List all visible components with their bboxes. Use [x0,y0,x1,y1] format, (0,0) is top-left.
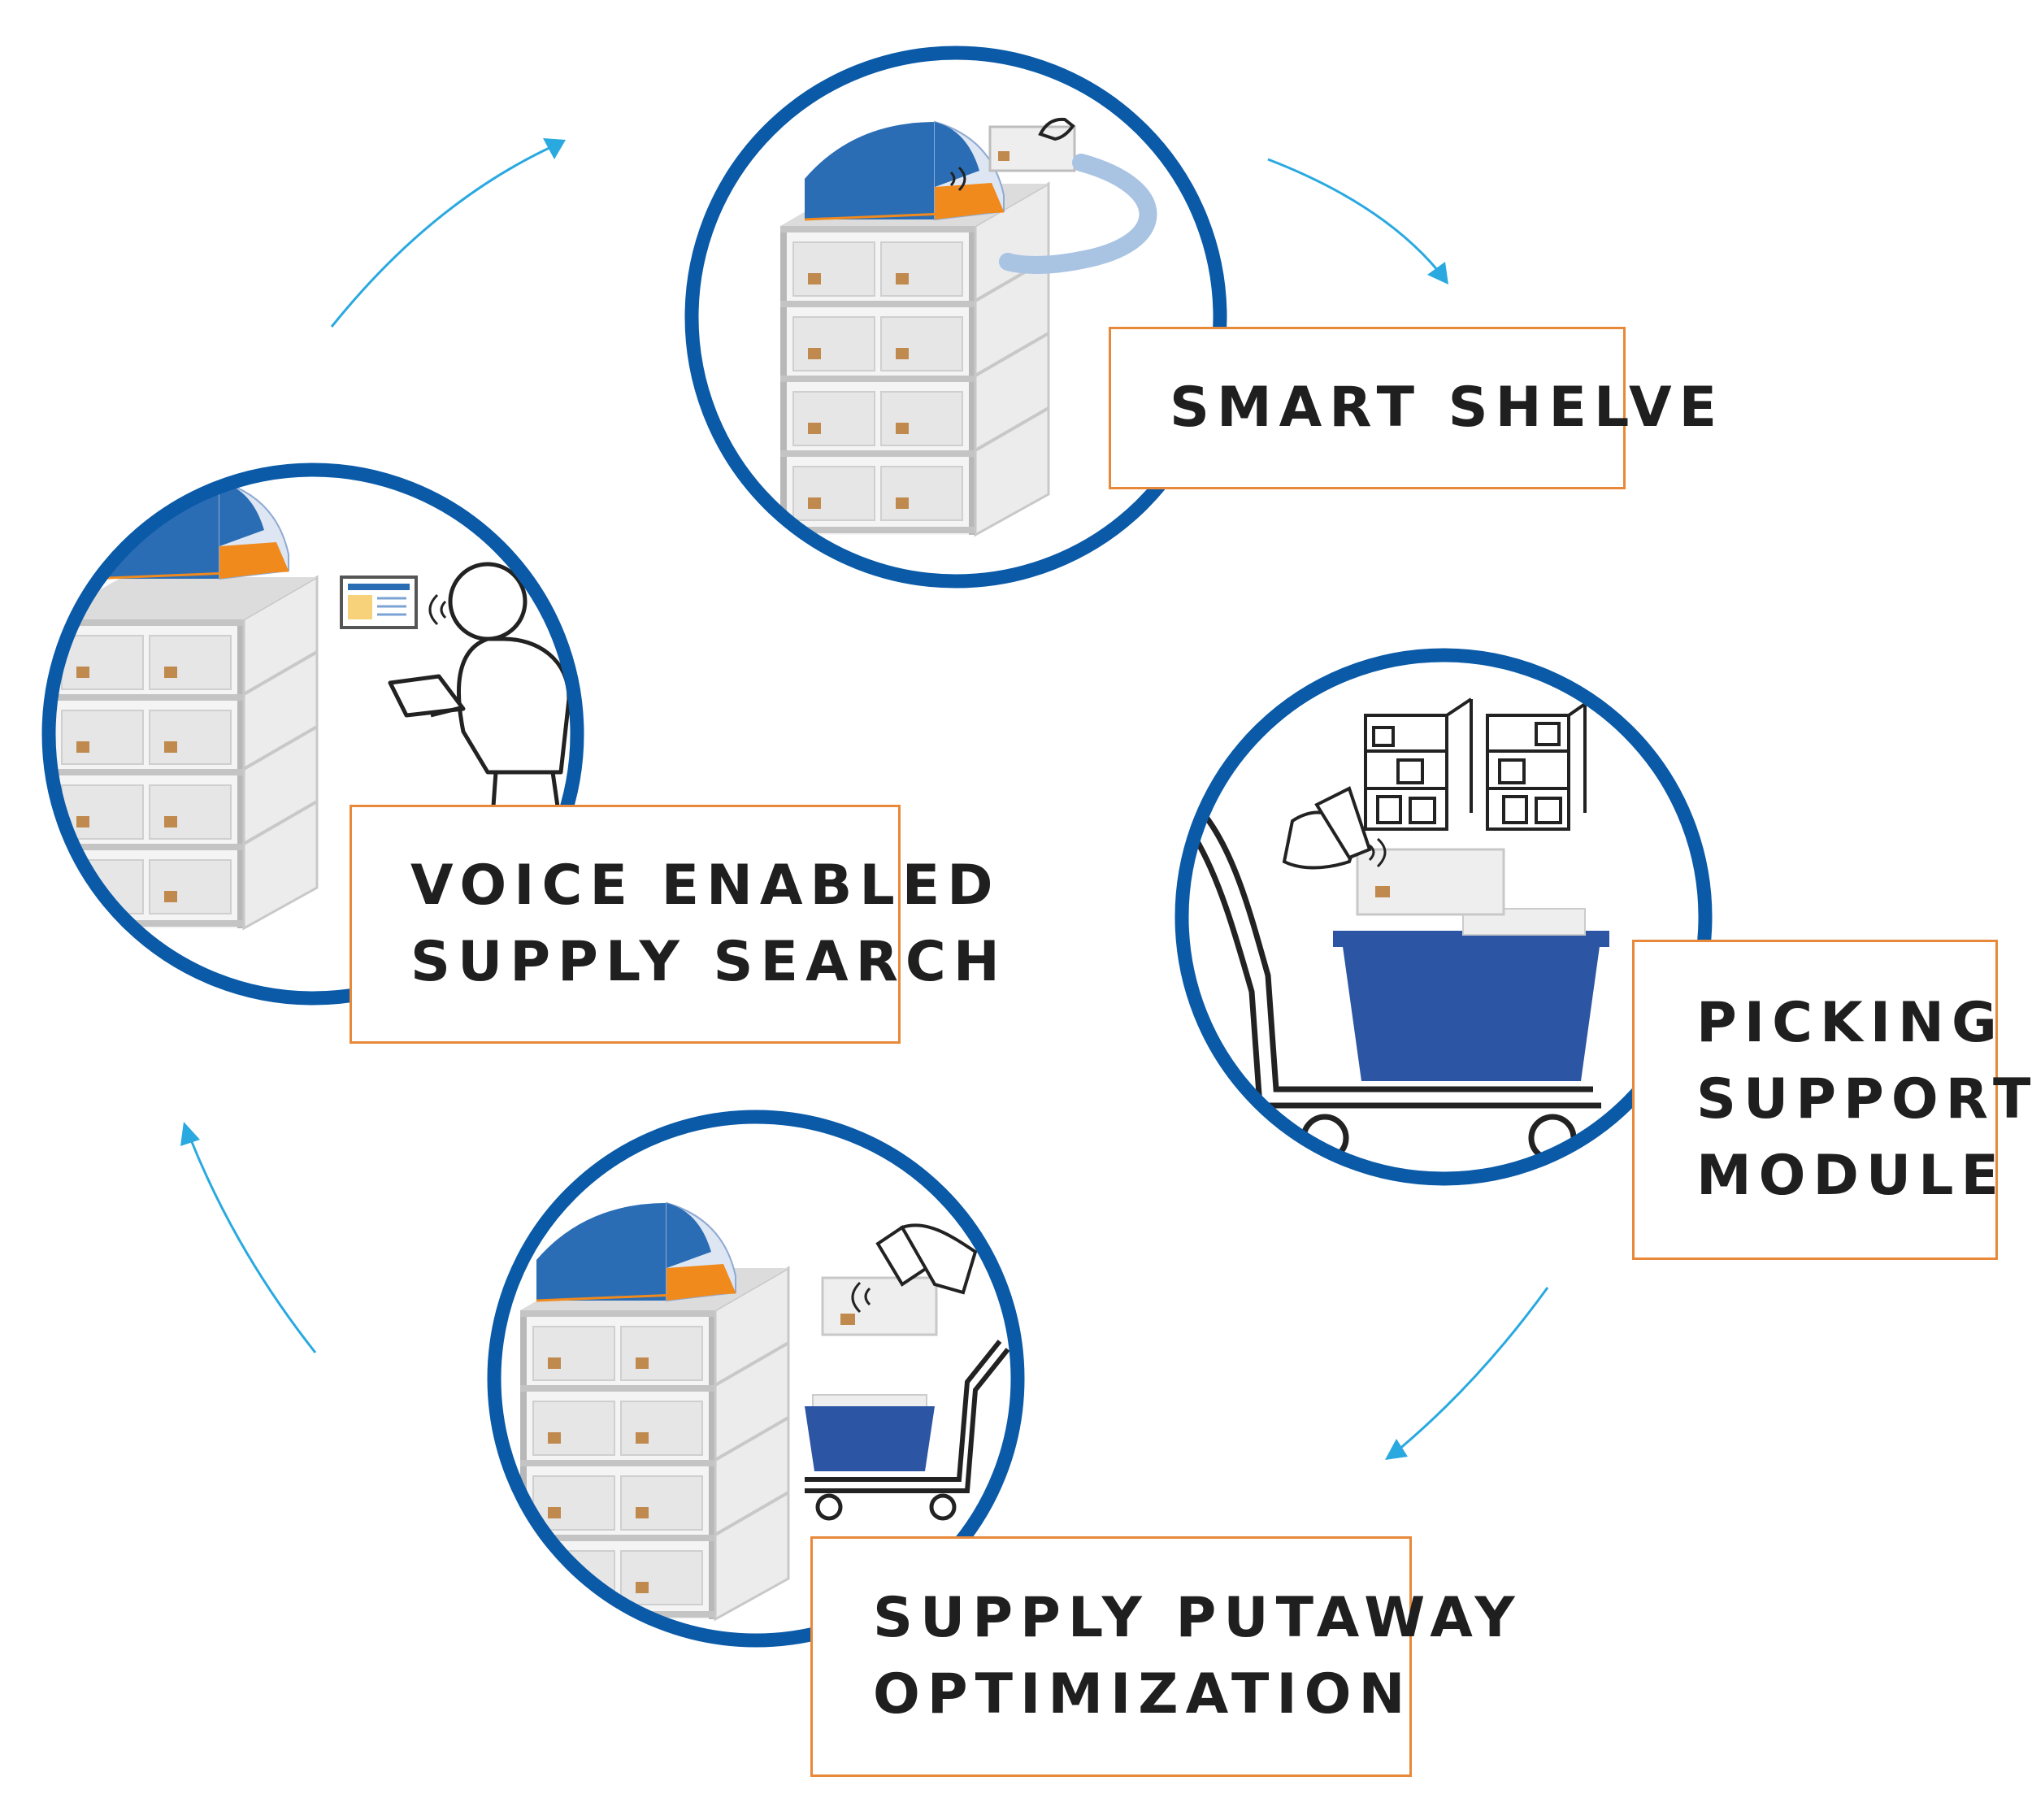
putaway-shelf-icon [487,1110,1025,1648]
label-supply-putaway-optimization: SUPPLY PUTAWAY OPTIMIZATION [810,1536,1522,1777]
label-line: SMART SHELVE [1170,376,1725,441]
voice-search-icon [41,463,584,1006]
smart-shelf-icon [684,46,1227,589]
label-line: SUPPORT [1696,1067,2032,1132]
label-line: VOICE ENABLED [410,854,1001,919]
flow-arrow-putaway-to-voice [180,1122,317,1353]
label-line: SUPPLY SEARCH [410,930,1007,994]
label-voice-enabled-supply-search: VOICE ENABLED SUPPLY SEARCH [350,805,1007,1044]
label-line: PICKING [1696,991,2004,1056]
label-line: MODULE [1696,1143,2006,1208]
flow-arrow-picking-to-putaway [1385,1287,1549,1460]
flow-arrow-smart-to-picking [1267,158,1448,285]
label-line: SUPPLY PUTAWAY [873,1586,1522,1651]
flow-arrow-voice-to-smart [330,138,566,328]
label-picking-support-module: PICKING SUPPORT MODULE [1632,940,2032,1260]
picking-cart-icon [1174,648,1713,1186]
label-smart-shelve: SMART SHELVE [1109,327,1725,489]
label-line: OPTIMIZATION [873,1662,1413,1727]
